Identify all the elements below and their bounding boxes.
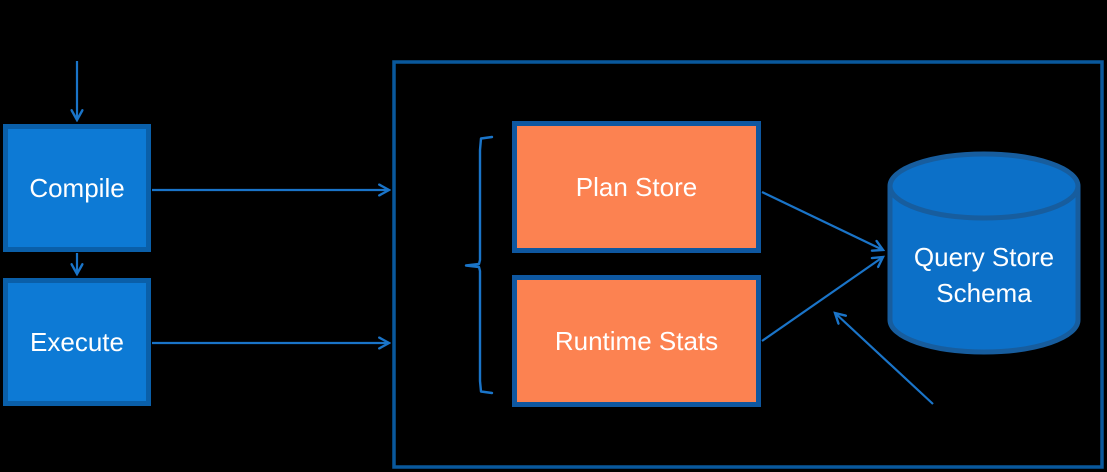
cylinder-lid [887,151,1081,221]
query-store-schema-line2: Schema [936,278,1032,308]
runtime-stats-node: Runtime Stats [512,275,761,407]
grouping-brace [464,135,494,395]
compile-label: Compile [29,172,125,203]
query-store-schema-label: Query Store Schema [890,220,1078,330]
database-cylinder [887,151,1081,355]
arrow-bottomright-to-schema [835,313,934,405]
query-store-schema-line1: Query Store [913,242,1055,272]
arrow-runtimestats-to-schema [761,257,883,342]
plan-store-label: Plan Store [575,171,698,202]
execute-label: Execute [30,326,124,357]
compile-node: Compile [3,124,151,252]
execute-node: Execute [3,278,151,406]
runtime-stats-label: Runtime Stats [554,325,719,356]
arrow-planstore-to-schema [761,191,883,250]
cylinder-body [887,186,1081,355]
query-store-boundary-box [392,60,1104,469]
plan-store-node: Plan Store [512,121,761,253]
